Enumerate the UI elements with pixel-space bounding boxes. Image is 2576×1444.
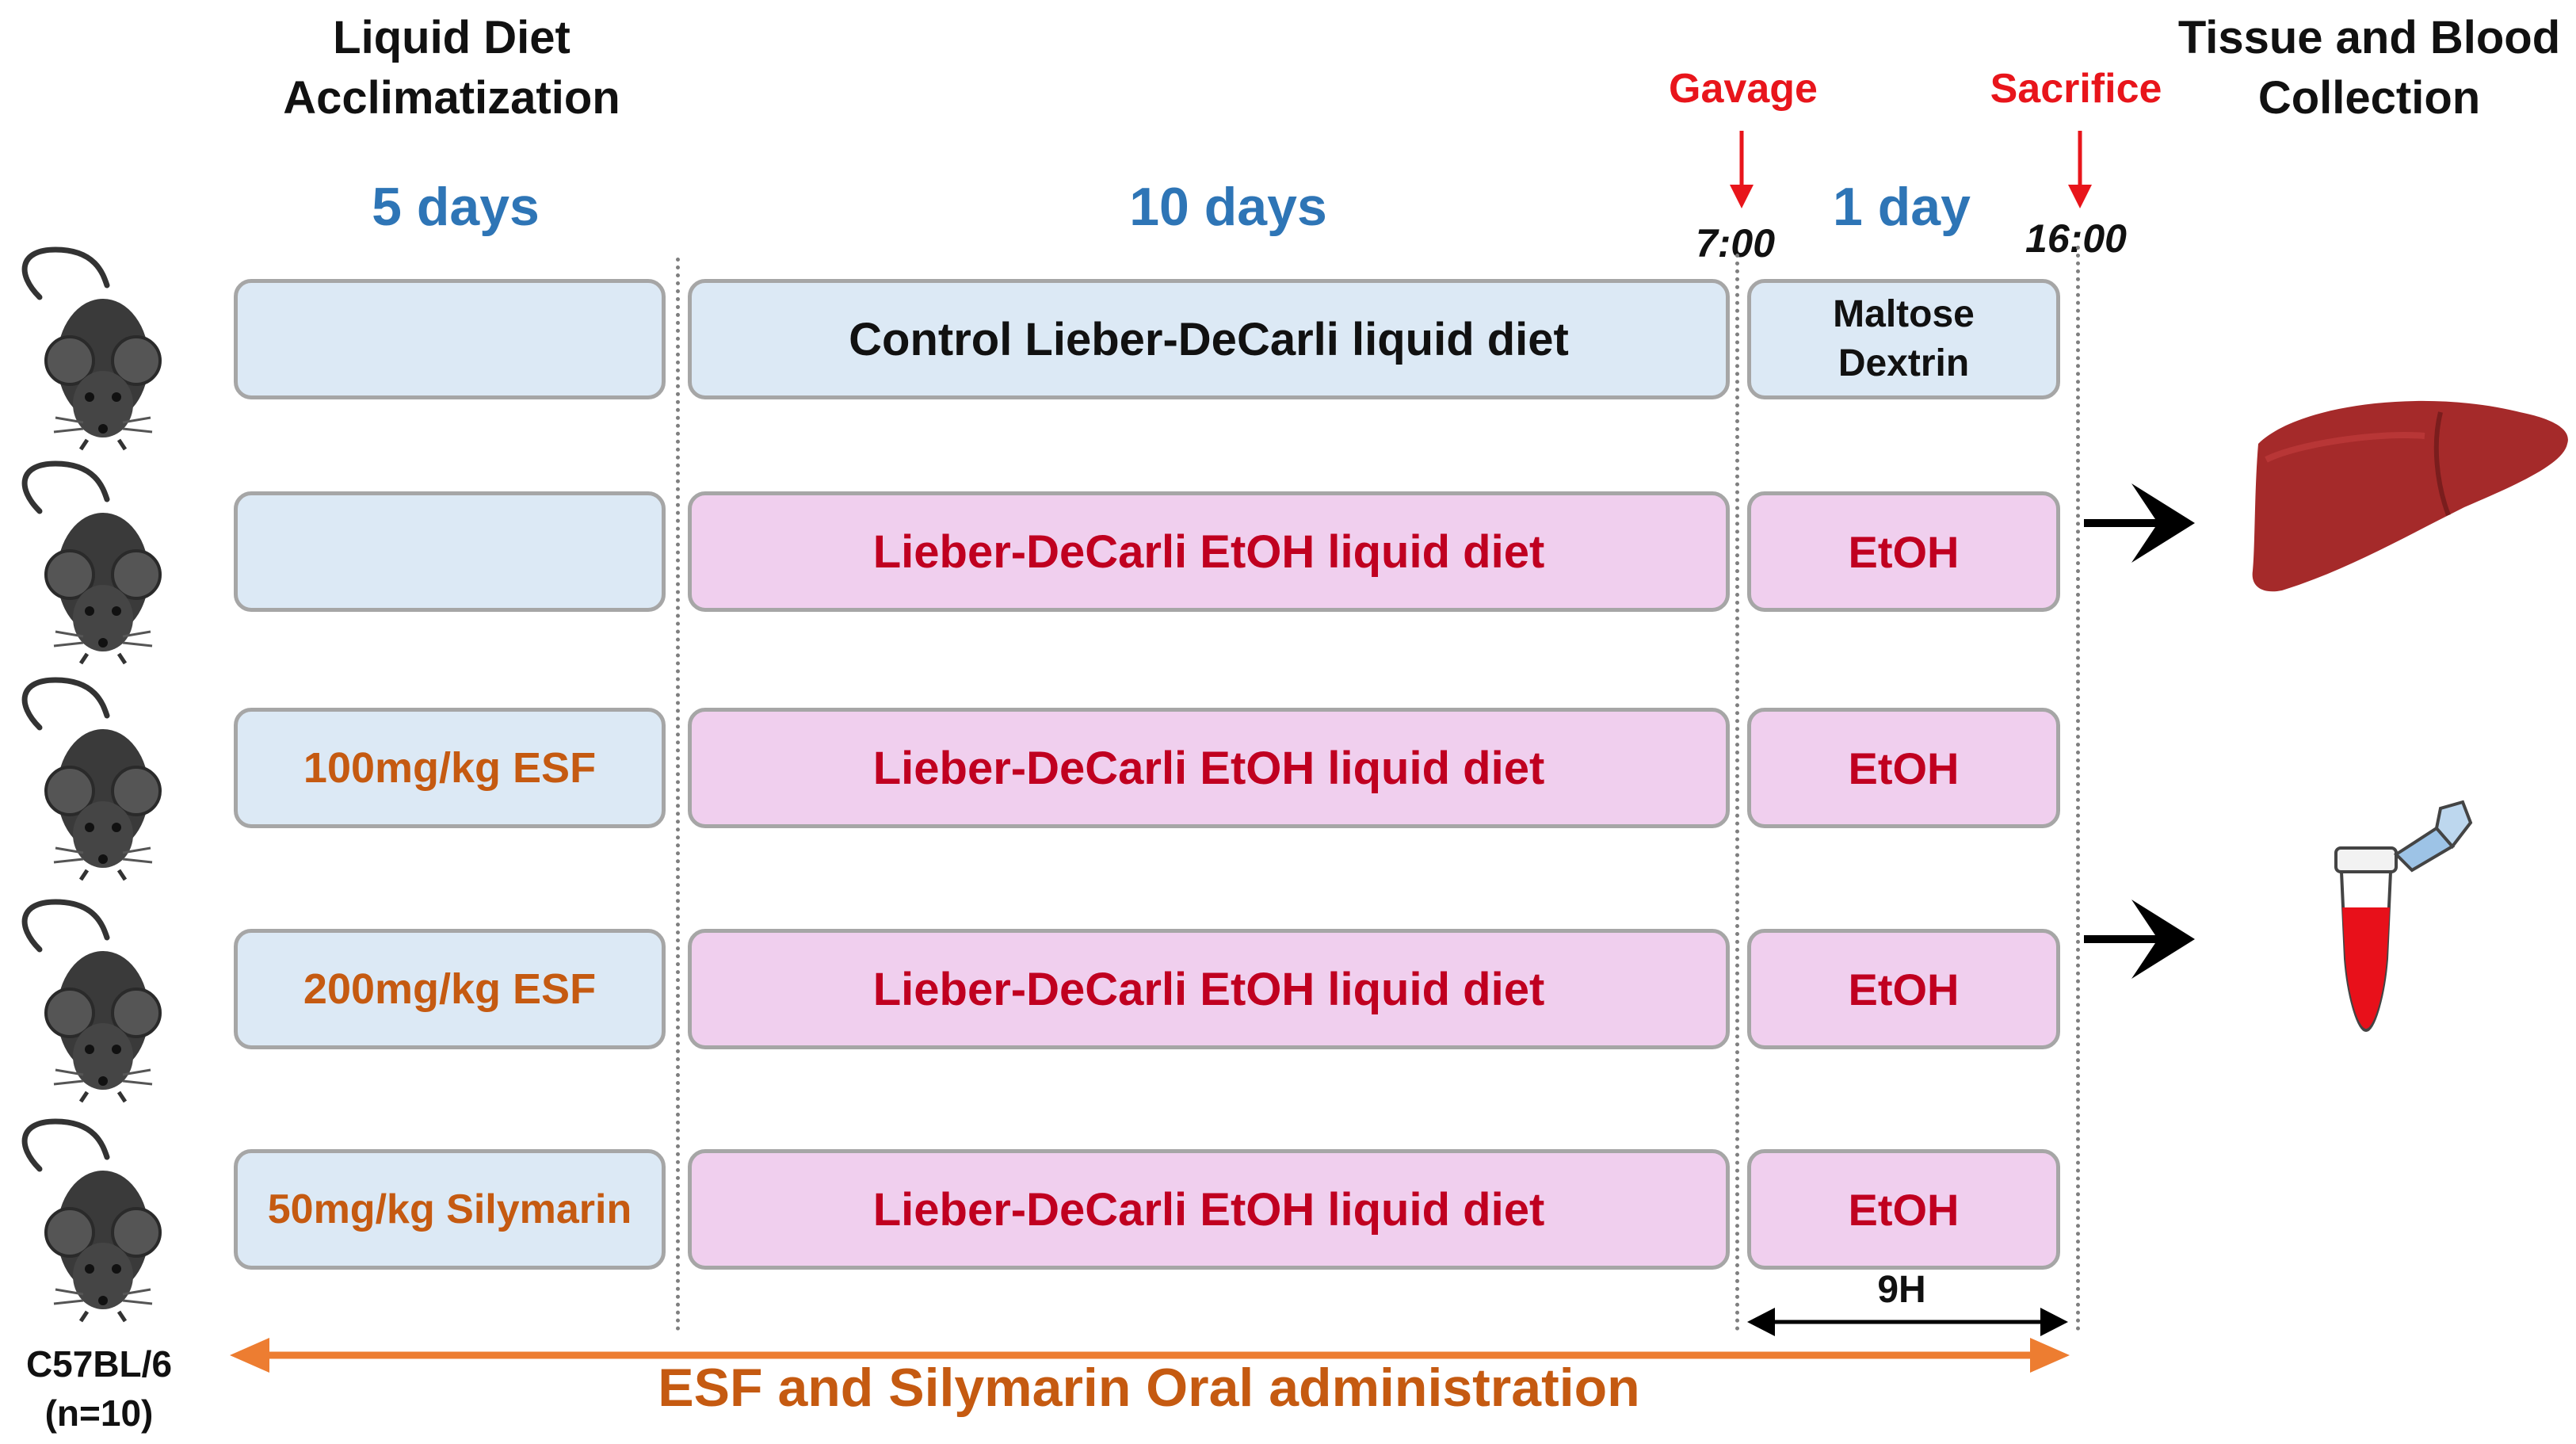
mouse-icon (25, 250, 160, 449)
final-day-box: Maltose Dextrin (1747, 279, 2060, 399)
pre-box (234, 279, 666, 399)
mouse-strain-count: (n=10) (44, 1392, 154, 1434)
period-5-days: 5 days (372, 177, 540, 237)
final-day-box: EtOH (1747, 1149, 2060, 1270)
interval-arrow (1747, 1308, 2068, 1336)
administration-label: ESF and Silymarin Oral administration (658, 1358, 1640, 1418)
mouse-icon (25, 902, 160, 1102)
right-arrow-icon (2084, 483, 2195, 563)
diet-box: Lieber-DeCarli EtOH liquid diet (688, 929, 1730, 1049)
final-day-line-2: Dextrin (1838, 342, 1970, 384)
diet-box: Lieber-DeCarli EtOH liquid diet (688, 708, 1730, 828)
pre-box: 50mg/kg Silymarin (234, 1149, 666, 1270)
pre-box (234, 491, 666, 612)
final-day-box: EtOH (1747, 491, 2060, 612)
pre-box: 100mg/kg ESF (234, 708, 666, 828)
mouse-strain: C57BL/6 (n=10) (0, 1339, 198, 1438)
period-10-days: 10 days (1129, 177, 1327, 237)
acclimatization-header-line-1: Liquid Diet (333, 12, 571, 63)
diet-box: Control Lieber-DeCarli liquid diet (688, 279, 1730, 399)
acclimatization-header-line-2: Acclimatization (283, 72, 620, 124)
liver-icon (2252, 400, 2568, 592)
time-start: 7:00 (1695, 221, 1776, 265)
mouse-icon (25, 464, 160, 663)
sacrifice-label: Sacrifice (1990, 66, 2162, 112)
divider-sacrifice (2076, 246, 2080, 1331)
interval-label: 9H (1877, 1269, 1926, 1311)
pre-box: 200mg/kg ESF (234, 929, 666, 1049)
collection-header: Tissue and Blood Collection (2139, 8, 2576, 128)
mouse-icon (25, 1121, 160, 1321)
blood-tube-icon (2334, 800, 2473, 1033)
collection-header-line-1: Tissue and Blood (2177, 12, 2561, 63)
mouse-strain-name: C57BL/6 (25, 1343, 173, 1385)
final-day-line-1: Maltose (1833, 293, 1975, 335)
time-end: 16:00 (2025, 216, 2127, 261)
final-day-box: EtOH (1747, 929, 2060, 1049)
acclimatization-header: Liquid Diet Acclimatization (214, 8, 689, 128)
administration-arrow (230, 1338, 2070, 1373)
final-day-box: EtOH (1747, 708, 2060, 828)
collection-header-line-2: Collection (2257, 72, 2481, 124)
diet-box: Lieber-DeCarli EtOH liquid diet (688, 1149, 1730, 1270)
divider-acclimatization (676, 258, 680, 1331)
diet-box: Lieber-DeCarli EtOH liquid diet (688, 491, 1730, 612)
right-arrow-icon (2084, 900, 2195, 979)
divider-gavage (1735, 254, 1739, 1331)
gavage-label: Gavage (1669, 66, 1818, 112)
mouse-icon (25, 680, 160, 880)
period-1-day: 1 day (1833, 177, 1971, 237)
